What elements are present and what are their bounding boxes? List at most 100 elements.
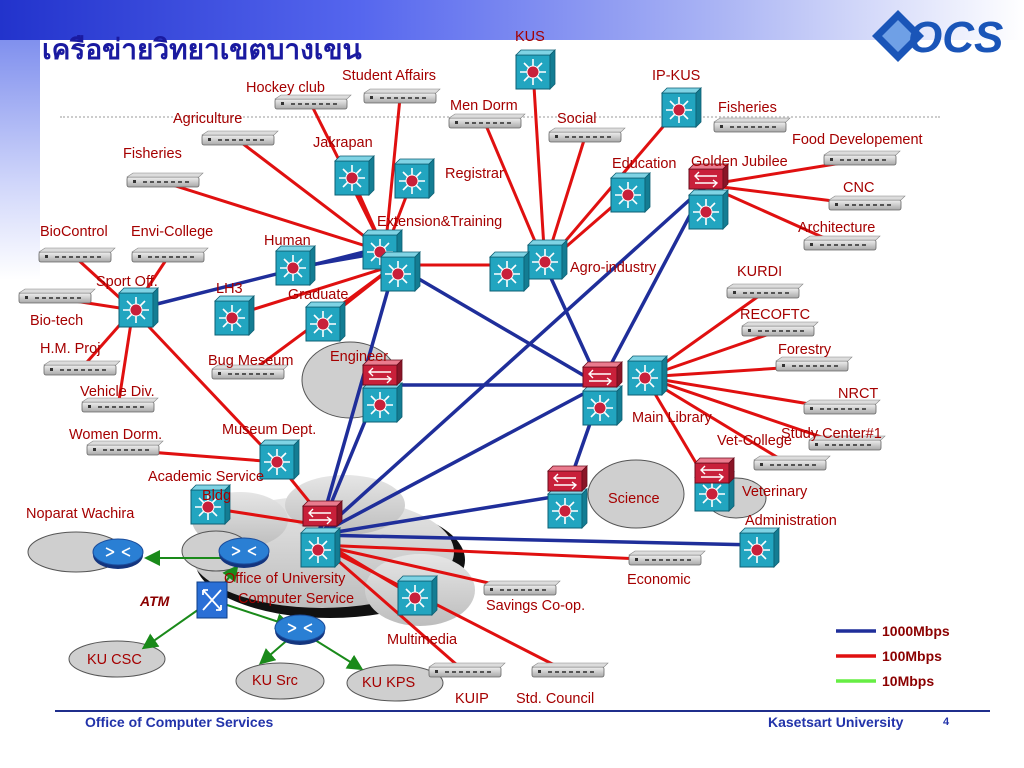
label-nrct: NRCT <box>838 386 878 402</box>
hub-icon <box>753 455 831 471</box>
hub-icon <box>81 397 159 413</box>
switch-icon <box>214 295 255 336</box>
left-gradient-band <box>0 40 40 280</box>
switch-icon <box>380 251 421 292</box>
hub-icon <box>828 195 906 211</box>
switch-icon <box>259 439 300 480</box>
label-vet-college: Vet-College <box>717 433 792 449</box>
hub-icon <box>448 113 526 129</box>
switch-icon <box>300 527 341 568</box>
legend-label-1000: 1000Mbps <box>882 623 950 639</box>
hub-icon <box>741 321 819 337</box>
label-multimedia: Multimedia <box>387 632 458 648</box>
wan-router-icon <box>218 537 270 569</box>
hub-icon <box>548 127 626 143</box>
label-study-center: Study Center#1 <box>781 426 882 442</box>
label-ku-csc: KU CSC <box>87 652 142 668</box>
label-std-council: Std. Council <box>516 691 594 707</box>
label-cnc: CNC <box>843 180 874 196</box>
switch-icon <box>489 251 530 292</box>
hub-icon <box>363 88 441 104</box>
label-envi-college: Envi-College <box>131 224 213 240</box>
label-hm-proj: H.M. Proj <box>40 341 100 357</box>
header-gradient-band <box>0 0 1024 40</box>
hub-icon <box>803 399 881 415</box>
label-ip-kus: IP-KUS <box>652 68 700 84</box>
page-number: 4 <box>943 716 950 728</box>
label-hockey-club: Hockey club <box>246 80 325 96</box>
link-office-admin <box>317 533 758 547</box>
label-fisheries-left: Fisheries <box>123 146 182 162</box>
label-office-univ-2: Computer Service <box>238 591 354 607</box>
label-museum-dept: Museum Dept. <box>222 422 316 438</box>
label-forestry: Forestry <box>778 342 832 358</box>
hub-icon <box>775 356 853 372</box>
label-office-univ-1: Office of University <box>224 571 346 587</box>
label-sport-off: Sport Off. <box>96 274 158 290</box>
hub-icon <box>803 235 881 251</box>
hub-icon <box>628 550 706 566</box>
hub-icon <box>713 117 791 133</box>
label-women-dorm: Women Dorm. <box>69 427 162 443</box>
switch-icon <box>610 172 651 213</box>
label-kus: KUS <box>515 29 545 45</box>
footer-left-text: Office of Computer Services <box>85 714 274 730</box>
switch-icon <box>661 87 702 128</box>
hub-icon <box>38 247 116 263</box>
label-bug-museum: Bug Meseum <box>208 353 293 369</box>
label-fisheries-right: Fisheries <box>718 100 777 116</box>
label-savings: Savings Co-op. <box>486 598 585 614</box>
hub-icon <box>126 172 204 188</box>
router-icon <box>547 465 588 492</box>
label-lh3: LH3 <box>216 281 243 297</box>
label-agriculture: Agriculture <box>173 111 242 127</box>
router-icon <box>694 457 735 484</box>
label-veterinary: Veterinary <box>742 484 808 500</box>
hub-icon <box>18 288 96 304</box>
label-biocontrol: BioControl <box>40 224 108 240</box>
hub-icon <box>274 94 352 110</box>
hub-icon <box>483 580 561 596</box>
label-registrar: Registrar <box>445 166 504 182</box>
footer-divider <box>55 710 990 712</box>
switch-icon <box>527 239 568 280</box>
switch-icon <box>739 527 780 568</box>
switch-icon <box>362 382 403 423</box>
link-extension-mainlib <box>394 263 601 387</box>
label-extension: Extension&Training <box>377 214 502 230</box>
label-academic-service: Academic Service <box>148 469 264 485</box>
switch-icon <box>547 488 588 529</box>
label-education: Education <box>612 156 677 172</box>
label-architecture: Architecture <box>798 220 875 236</box>
label-men-dorm: Men Dorm <box>450 98 518 114</box>
label-ku-src: KU Src <box>252 673 298 689</box>
wan-router-icon <box>274 614 326 646</box>
router-icon <box>302 500 343 527</box>
hub-icon <box>531 662 609 678</box>
hub-icon <box>131 247 209 263</box>
label-economic: Economic <box>627 572 691 588</box>
switch-icon <box>627 355 668 396</box>
label-agro-industry: Agro-industry <box>570 260 657 276</box>
label-bldg: Bldg <box>202 488 231 504</box>
cloud-ku-csc <box>68 640 166 678</box>
hub-icon <box>86 440 164 456</box>
switch-icon <box>118 287 159 328</box>
footer-right-text: Kasetsart University <box>768 714 904 730</box>
label-bio-tech: Bio-tech <box>30 313 83 329</box>
label-engineer: Engineer <box>330 349 388 365</box>
hub-icon <box>823 150 901 166</box>
label-main-library: Main Library <box>632 410 713 426</box>
switch-icon <box>334 155 375 196</box>
label-noparat: Noparat Wachira <box>26 506 135 522</box>
hub-icon <box>726 283 804 299</box>
slide-title: เครือข่ายวิทยาเขตบางเขน <box>42 33 362 66</box>
switch-icon <box>394 158 435 199</box>
label-ku-kps: KU KPS <box>362 675 415 691</box>
switch-icon <box>688 189 729 230</box>
logo-diamond-inner <box>882 20 914 52</box>
label-jakrapan: Jakrapan <box>313 135 373 151</box>
hub-icon <box>428 662 506 678</box>
